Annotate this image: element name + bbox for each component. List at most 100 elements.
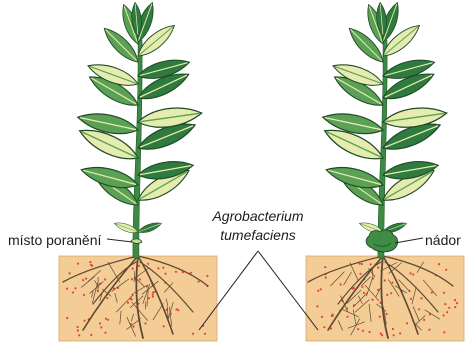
bacterium-dot [83,294,85,296]
bacterium-dot [164,273,166,275]
bacterium-dot [77,329,79,331]
bacterium-dot [131,278,133,280]
bacterium-dot [317,290,319,292]
bacterium-dot [361,263,363,265]
bacterium-dot [163,325,165,327]
bacterium-dot [454,306,456,308]
bacterium-dot [152,291,154,293]
bacterium-dot [423,319,425,321]
bacterium-dot [206,275,208,277]
bacterium-dot [152,296,154,298]
bacterium-dot [85,278,87,280]
bacterium-dot [418,308,420,310]
bacterium-dot [409,272,411,274]
bacterium-dot [370,263,372,265]
bacterium-dot [69,272,71,274]
plant-left [76,1,203,258]
bacterium-dot [138,265,140,267]
bacterium-dot [456,302,458,304]
bacterium-dot [152,294,154,296]
bacterium-label-species: tumefaciens [198,226,318,245]
tumor-gall [366,230,397,252]
bacterium-dot [90,334,92,336]
bacterium-dot [192,333,194,335]
bacterium-dot [412,273,414,275]
pointer-wound [107,239,132,242]
bacterium-dot [362,330,364,332]
bacterium-dot [323,326,325,328]
bacterium-dot [399,332,401,334]
bacterium-dot [176,308,178,310]
bacterium-dot [77,263,79,265]
bacterium-dot [454,299,456,301]
bacterium-dot [346,316,348,318]
bacterium-dot [443,314,445,316]
bacterium-dot [104,332,106,334]
bacterium-dot [82,279,84,281]
soil-left [59,256,217,341]
bacterium-dot [107,319,109,321]
bacterium-dot [325,277,327,279]
bacterium-dot [392,328,394,330]
tumor-label: nádor [425,232,461,248]
bacterium-dot [361,286,363,288]
bacterium-dot [369,331,371,333]
bacterium-dot [90,264,92,266]
bacterium-dot [78,334,80,336]
bacterium-dot [384,279,386,281]
bacterium-dot [100,326,102,328]
bacterium-dot [321,316,323,318]
bacterium-dot [66,288,68,290]
plant-right [321,1,448,258]
bacterium-dot [132,268,134,270]
bacterium-dot [316,305,318,307]
bacterium-dot [410,298,412,300]
bacterium-dot [175,271,177,273]
bacterium-label: Agrobacterium tumefaciens [198,207,318,245]
bacterium-dot [324,266,326,268]
bacterium-dot [144,322,146,324]
bacterium-dot [89,261,91,263]
bacterium-dot [77,326,79,328]
leaf [137,220,163,235]
bacterium-dot [204,333,206,335]
bacterium-dot [147,263,149,265]
bacterium-dot [148,297,150,299]
bacterium-dot [448,307,450,309]
bacterium-dot [74,287,76,289]
bacterium-dot [105,318,107,320]
bacterium-dot [444,303,446,305]
rootlet [134,271,135,281]
bacterium-dot [104,278,106,280]
bacterium-dot [443,292,445,294]
bacterium-dot [99,322,101,324]
bacterium-dot [106,297,108,299]
bacterium-dot [162,267,164,269]
bacterium-dot [363,292,365,294]
bacterium-dot [357,328,359,330]
bacterium-dot [390,292,392,294]
bacterium-dot [438,263,440,265]
bacterium-dot [340,283,342,285]
bacterium-dot [371,299,373,301]
bacterium-dot [198,281,200,283]
bacterium-dot [359,273,361,275]
bacterium-dot [331,313,333,315]
bacterium-dot [377,267,379,269]
bacterium-dot [139,278,141,280]
bacterium-dot [381,334,383,336]
bacterium-dot [431,291,433,293]
bacterium-dot [428,329,430,331]
wound-site-label: místo poranění [8,232,101,248]
bacterium-dot [132,326,134,328]
bacterium-dot [72,291,74,293]
bacterium-dot [443,331,445,333]
bacterium-dot [406,322,408,324]
bacterium-dot [386,313,388,315]
pointer-tumor [395,238,423,243]
bacterium-dot [353,287,355,289]
bacterium-dot [386,294,388,296]
bacterium-dot [320,288,322,290]
bacterium-dot [379,316,381,318]
bacterium-dot [157,267,159,269]
